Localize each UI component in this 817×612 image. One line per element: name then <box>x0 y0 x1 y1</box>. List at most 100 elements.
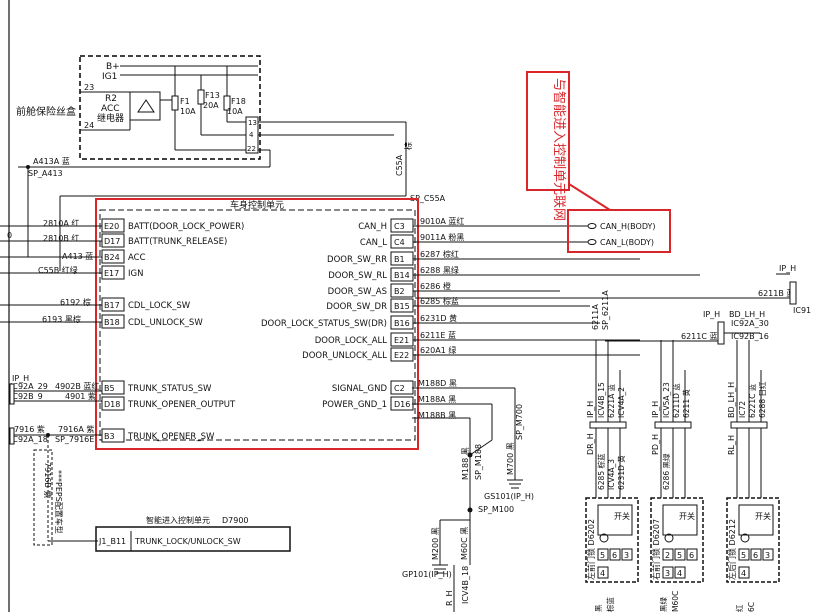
door-connector-icon <box>589 421 627 429</box>
wire-6211c: 6211C 蓝 <box>681 331 718 341</box>
ground-gs101-icon <box>507 479 523 489</box>
splice-sp-m700: SP_M700 <box>515 404 524 440</box>
door-label-open: 开 <box>614 512 622 521</box>
wire-m60c: M60C 黑 <box>460 527 469 560</box>
door-pin: 5 <box>600 551 605 560</box>
bcm-pin-b24: B24 <box>104 253 120 262</box>
wire-m200: M200 黑 <box>431 527 440 560</box>
door-wire-label: 6211 黄 <box>681 389 691 418</box>
far-right-section: IP_H 6211B 蓝 IC91 IP_H BD_LH_H 6211C 蓝 I… <box>415 264 811 345</box>
splice-sp-c55a: SP_C55A <box>410 194 446 203</box>
door-pin: 6 <box>689 551 694 560</box>
right-wire-label: 6211E 蓝 <box>420 330 456 340</box>
relay-name: ACC <box>101 104 120 114</box>
bcm-pin-e21: E21 <box>394 336 409 345</box>
right-wire-label: 6231D 黄 <box>420 313 457 323</box>
wire-7916a: 7916A 紫 <box>58 425 94 434</box>
wire-7916: 7916 紫 <box>14 425 45 434</box>
fuse-f13-rating: 20A <box>203 101 219 110</box>
bcm-signal-b2: DOOR_SW_AS <box>328 287 387 297</box>
can-highlight-box <box>567 209 671 253</box>
bcm-signal-d17: BATT(TRUNK_RELEASE) <box>128 237 227 247</box>
right-wire-label: 6285 棕蓝 <box>420 296 459 306</box>
door-lock-box <box>650 497 704 583</box>
fuse-box: 前舱保险丝盒 B+ IG1 R2 ACC 继电器 23 24 F1 10A F1… <box>16 55 261 160</box>
bcm-signal-b18: CDL_UNLOCK_SW <box>128 318 203 328</box>
fuse-f1-id: F1 <box>180 97 190 106</box>
bcm-pin-c3: C3 <box>394 222 405 231</box>
right-wire-label: 6288 黑绿 <box>420 266 459 275</box>
ssb-title: 智能进入控制单元 <box>146 515 210 525</box>
door-box-title: 左后门锁 D6212 <box>727 519 737 580</box>
bcm-signal-c2: SIGNAL_GND <box>332 384 388 394</box>
bcm-pin-e20: E20 <box>104 222 119 231</box>
door-wire-label: 6231D 黄 <box>616 455 626 490</box>
ssb-code: D7900 <box>222 516 249 525</box>
peps-note: ***PEPS配置车型 <box>54 470 64 534</box>
fuse-box-title: 前舱保险丝盒 <box>16 105 76 118</box>
bcm-pin-b18: B18 <box>104 318 120 327</box>
door-pin: 3 <box>665 569 670 578</box>
trunk-section: IP_H IC92A_29 4902B 蓝红 IC92B_9 4901 紫 79… <box>9 374 291 552</box>
bcm-signal-e17: IGN <box>128 269 143 279</box>
wire-6192: 6192 棕 <box>60 297 91 307</box>
wire-4901: 4901 紫 <box>65 392 96 401</box>
conn-rh: R_H <box>445 590 454 606</box>
splice-sp-a413: SP_A413 <box>28 169 63 178</box>
door-box-title: 右前门锁 D6207 <box>651 519 661 580</box>
ssb-pin: J1_B11 <box>98 537 126 546</box>
far-ip-h-top: IP_H <box>779 264 796 273</box>
wire-c55b: C55B 红绿 <box>38 265 78 275</box>
wire-c55a: C55A <box>395 154 404 176</box>
door-label-open: 开 <box>755 512 763 521</box>
bcm-pin-b14: B14 <box>394 271 410 280</box>
door-wire-label: ICV5A_23 <box>662 382 671 418</box>
door-conn-top: DR_H <box>586 433 595 455</box>
door-label-close: 关 <box>763 511 771 521</box>
relay-desc: 继电器 <box>97 112 124 124</box>
motor-icon <box>664 533 674 543</box>
bcm-pin-d18: D18 <box>104 400 120 409</box>
right-wire-label: 6286 橙 <box>420 281 451 291</box>
wire-a413: A413 蓝 <box>62 251 93 261</box>
trunk-ic92a18: IC92A_18 <box>10 435 48 444</box>
door-pin: 4 <box>677 569 682 578</box>
relay-symbol <box>129 91 161 121</box>
bcm-signal-c4: CAN_L <box>360 238 387 248</box>
wire-stub-0: 0 <box>7 231 12 240</box>
door-wire-label: IC72 <box>738 401 747 418</box>
fuse-f1-icon <box>171 95 179 111</box>
bcm-signal-b1: DOOR_SW_RR <box>327 255 387 265</box>
wire-m188b: M188B 黑 <box>418 411 456 420</box>
door-conn-top: RL_H <box>727 435 736 455</box>
bcm-pin-e22: E22 <box>394 351 409 360</box>
door-wire-label: 6221C 蓝 <box>747 383 757 418</box>
bcm-right-pins: C3CAN_HC4CAN_LB1DOOR_SW_RRB14DOOR_SW_RLB… <box>261 218 414 411</box>
power-bplus: B+ <box>106 62 120 72</box>
door-wire-label: ICV4B_15 <box>597 382 606 418</box>
can-l-label: CAN_L(BODY) <box>600 238 654 247</box>
far-ip-h2: IP_H <box>703 310 720 319</box>
ssb-module-box <box>95 526 291 552</box>
door-connector-icon <box>654 421 692 429</box>
door-bottom-label: 黑 <box>594 604 603 612</box>
far-ic91: IC91 <box>793 306 811 315</box>
door-conn-ip: IP_H <box>586 401 595 418</box>
bcm-pin-box <box>101 396 125 411</box>
bcm-signal-b5: TRUNK_STATUS_SW <box>127 384 212 394</box>
trunk-ic92b: IC92B_9 <box>10 392 43 401</box>
door-pin: 3 <box>624 551 629 560</box>
wire-m188: M188 黑 <box>461 447 470 480</box>
door-conn-top: PD_H <box>651 434 660 455</box>
peps-option-box <box>33 449 53 546</box>
bcm-signal-b24: ACC <box>128 253 146 263</box>
splice-sp-6211a: SP_6211A <box>601 290 610 330</box>
bcm-pin-b2: B2 <box>394 287 405 296</box>
door-pin: 4 <box>741 569 746 578</box>
bcm-pin-box <box>101 380 125 395</box>
ground-gp101-icon <box>432 564 448 574</box>
